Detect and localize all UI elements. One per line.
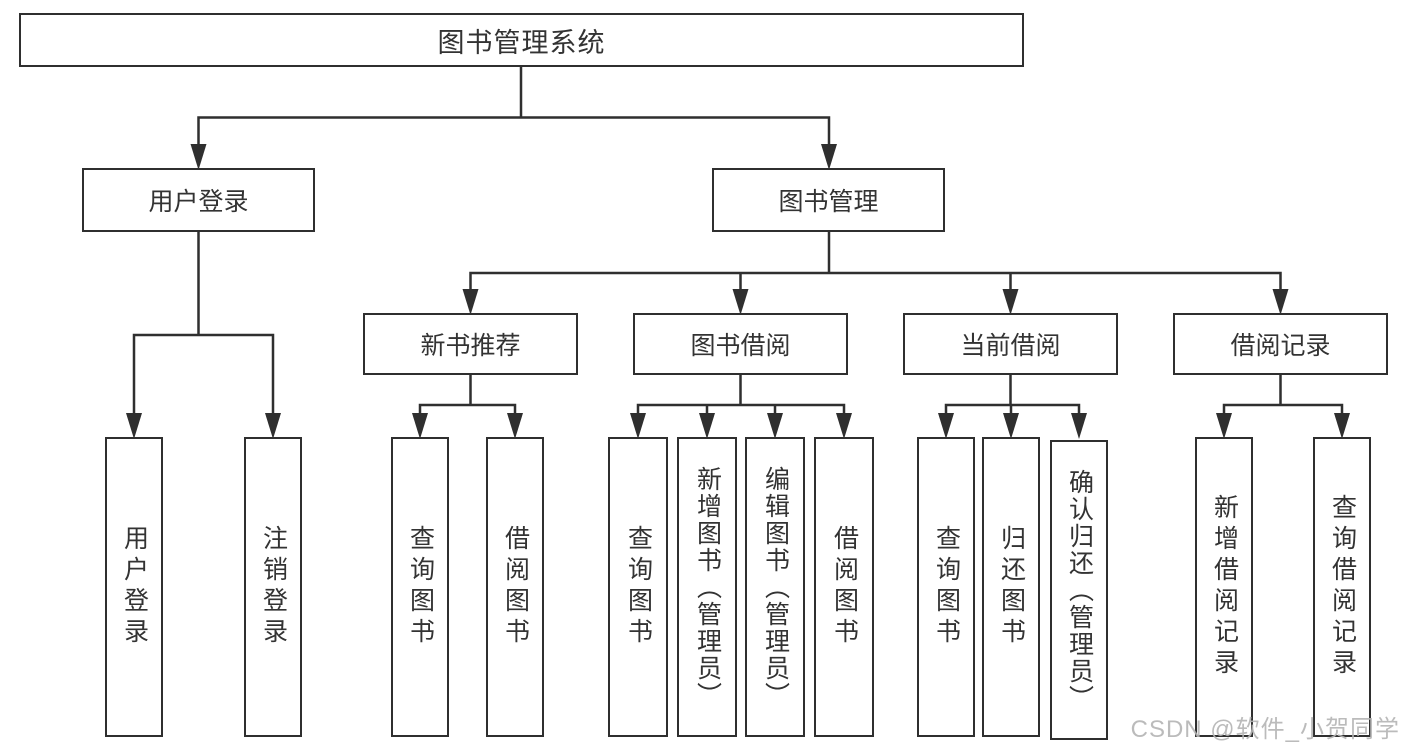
arrow-down-icon [836,413,852,439]
arrow-down-icon [507,413,523,439]
node-user-login: 用户登录 [82,168,315,232]
wire-book-borrowing [636,373,846,423]
leaf-confirm-return-admin: 确认归还（管理员） [1050,440,1108,740]
arrowheads [126,144,1350,439]
leaf-borrow-books: 借阅图书 [814,437,874,737]
leaf-label: 查询图书 [406,525,435,649]
arrow-down-icon [630,413,646,439]
wire-book-management [469,230,1282,299]
arrow-down-icon [732,289,749,315]
arrow-down-icon [1003,413,1019,439]
leaf-label: 新增图书（管理员） [693,465,722,709]
leaf-label: 查询图书 [624,525,653,649]
leaf-label: 注销登录 [259,525,288,649]
wire-root [197,65,831,154]
leaf-logout: 注销登录 [244,437,302,737]
node-library-management-system: 图书管理系统 [19,13,1024,67]
leaf-label: 新增借阅记录 [1210,494,1239,680]
arrow-down-icon [938,413,954,439]
leaf-edit-books-admin: 编辑图书（管理员） [745,437,805,737]
arrow-down-icon [1216,413,1232,439]
leaf-label: 查询图书 [932,525,961,649]
leaf-query-books-recommend: 查询图书 [391,437,449,737]
leaf-add-books-admin: 新增图书（管理员） [677,437,737,737]
arrow-down-icon [1071,413,1087,439]
node-new-book-recommendation: 新书推荐 [363,313,578,375]
leaf-user-login: 用户登录 [105,437,163,737]
arrow-down-icon [126,413,142,439]
leaf-label: 用户登录 [120,525,149,649]
node-borrowing-records: 借阅记录 [1173,313,1388,375]
leaf-label: 归还图书 [997,525,1026,649]
arrow-down-icon [190,144,207,170]
arrow-down-icon [1272,289,1289,315]
csdn-watermark: CSDN @软件_小贺同学 [1130,716,1400,743]
leaf-query-books-borrowing: 查询图书 [608,437,668,737]
arrow-down-icon [1334,413,1350,439]
leaf-label: 编辑图书（管理员） [761,465,790,709]
leaf-return-books: 归还图书 [982,437,1040,737]
node-current-borrowing: 当前借阅 [903,313,1118,375]
arrow-down-icon [821,144,837,170]
leaf-query-books-current: 查询图书 [917,437,975,737]
leaf-label: 借阅图书 [501,525,530,649]
node-book-borrowing: 图书借阅 [633,313,848,375]
leaf-borrow-books-recommend: 借阅图书 [486,437,544,737]
leaf-label: 借阅图书 [830,525,859,649]
wire-borrowing-records [1222,373,1344,423]
arrow-down-icon [412,413,428,439]
arrow-down-icon [1002,289,1019,315]
arrow-down-icon [767,413,783,439]
arrow-down-icon [265,413,281,439]
node-book-management: 图书管理 [712,168,945,232]
arrow-down-icon [462,289,479,315]
leaf-add-borrow-record: 新增借阅记录 [1195,437,1253,737]
arrow-down-icon [699,413,715,439]
wire-user-login [132,230,275,423]
leaf-label: 确认归还（管理员） [1065,468,1094,712]
leaf-label: 查询借阅记录 [1328,494,1357,680]
leaf-query-borrow-record: 查询借阅记录 [1313,437,1371,737]
wire-new-book-recommendation [418,373,517,423]
